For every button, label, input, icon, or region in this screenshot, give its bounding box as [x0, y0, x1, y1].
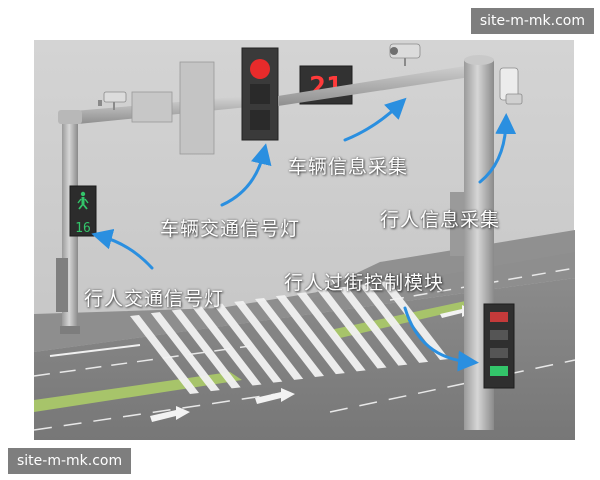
watermark-top: site-m-mk.com [470, 8, 594, 34]
pedestrian-traffic-signal: 16 [69, 185, 97, 237]
label-pedestrian-signal: 行人交通信号灯 [84, 288, 225, 310]
zebra-crossing [130, 281, 449, 394]
arrow-pedestrian-module [403, 306, 479, 372]
pedestrian-crossing-control-module [483, 303, 515, 389]
label-pedestrian-info: 行人信息采集 [380, 209, 501, 231]
label-vehicle-info: 车辆信息采集 [288, 156, 409, 178]
zebra-stripe [317, 289, 387, 369]
control-box [131, 91, 173, 123]
camera-icon [389, 43, 421, 66]
zebra-stripe [380, 281, 449, 360]
zebra-stripe [150, 312, 220, 392]
watermark-bottom: site-m-mk.com [8, 448, 132, 474]
right-arm [278, 62, 490, 106]
zebra-stripe [359, 283, 429, 363]
callout-arrow [91, 97, 517, 372]
arrow-pedestrian-signal [91, 228, 154, 270]
camera-icon [499, 67, 523, 105]
zebra-stripe [338, 286, 408, 366]
zebra-stripe [213, 303, 283, 383]
arrow-vehicle-info [343, 97, 407, 142]
camera-icon [98, 91, 127, 110]
zebra-stripe [275, 295, 345, 375]
pedestrian-countdown-value: 16 [75, 221, 91, 236]
vehicle-traffic-signal [241, 47, 279, 141]
zebra-stripe [234, 300, 304, 380]
arrow-vehicle-signal [220, 143, 272, 207]
walking-person-icon [77, 191, 89, 210]
arrow-pedestrian-info [478, 113, 517, 184]
green-lane [330, 300, 478, 338]
red-lamp [250, 59, 270, 79]
zebra-stripe [192, 306, 262, 386]
label-pedestrian-module: 行人过街控制模块 [284, 272, 445, 294]
label-vehicle-signal: 车辆交通信号灯 [160, 218, 301, 240]
zebra-stripe [130, 315, 199, 394]
control-box [56, 258, 68, 312]
zebra-stripe [296, 292, 366, 372]
zebra-stripe [255, 298, 324, 377]
zebra-stripe [171, 309, 241, 389]
control-box [179, 61, 215, 155]
control-box [450, 192, 464, 256]
